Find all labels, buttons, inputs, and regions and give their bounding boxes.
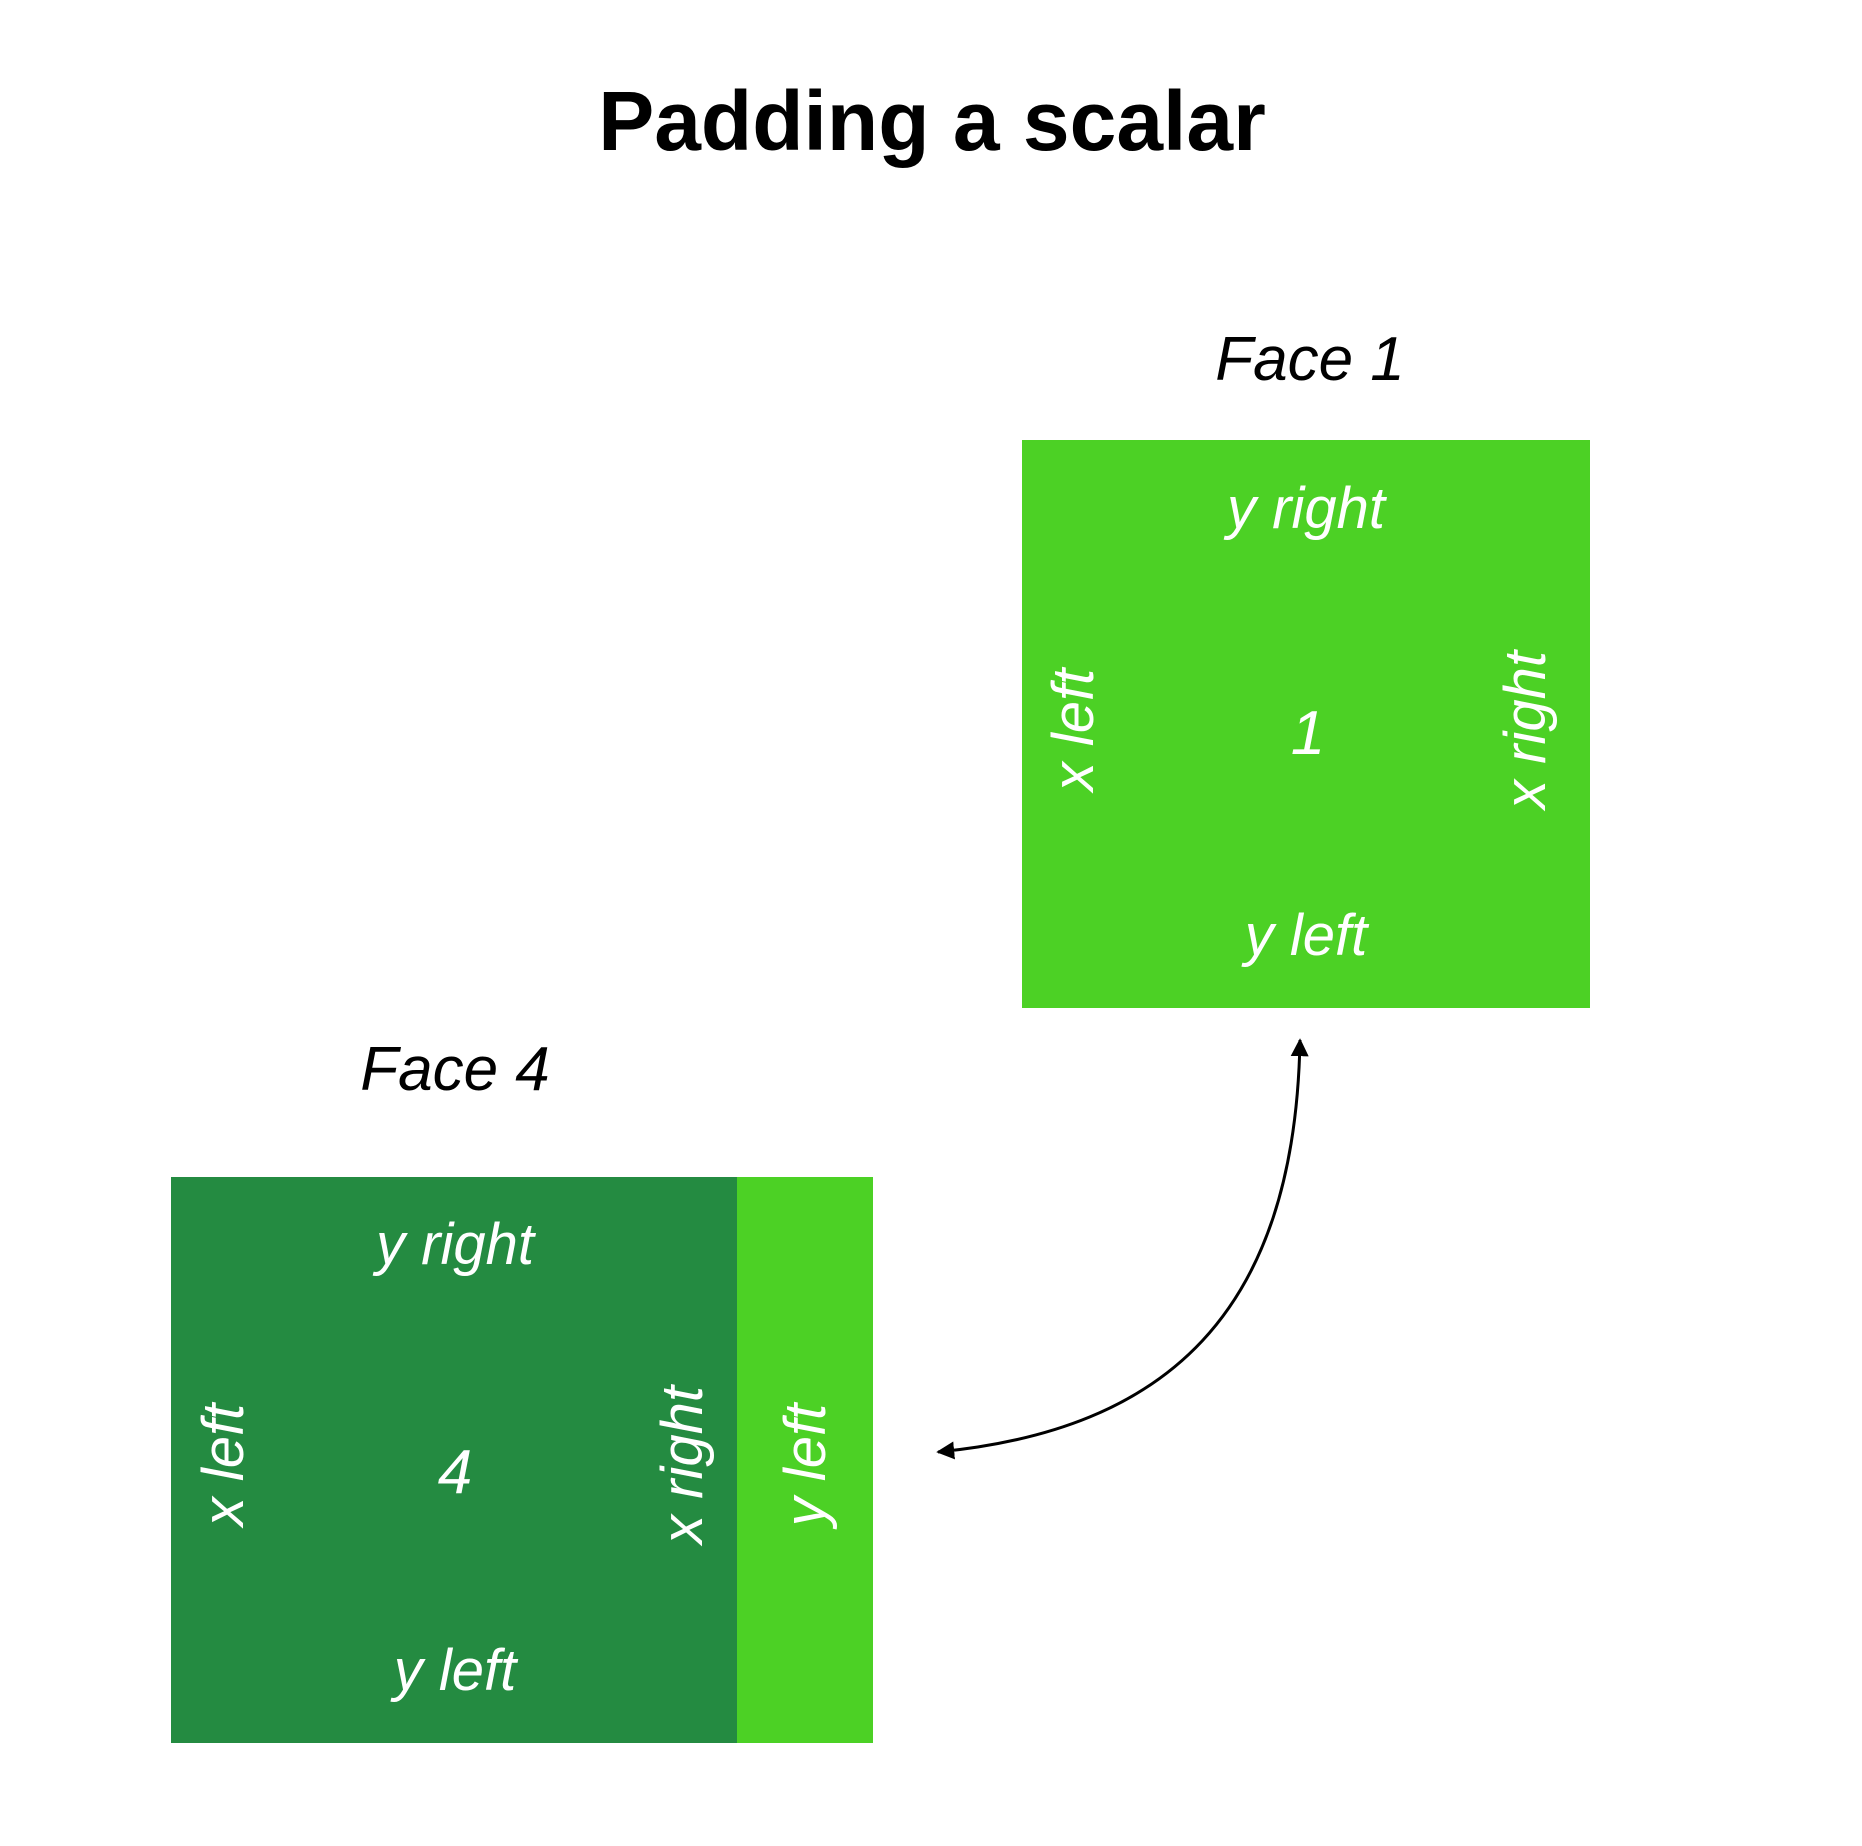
face-1-left-label: x left: [1041, 666, 1106, 794]
face-4-left-label: x left: [191, 1401, 256, 1529]
face-1-square: [1022, 440, 1590, 1008]
face-1-bottom-label: y left: [1241, 903, 1370, 968]
face-1-center-label: 1: [1291, 699, 1325, 768]
face-4-bottom-label: y left: [390, 1638, 519, 1703]
padding-strip: [737, 1177, 873, 1743]
connection-arrow: [936, 1038, 1309, 1460]
face-1-top-label: y right: [1223, 476, 1388, 541]
face-1-title: Face 1: [1215, 325, 1405, 394]
face-4-right-label: x right: [650, 1383, 715, 1547]
face-4-center-label: 4: [438, 1438, 472, 1507]
face-4-group: Face 4 y right y left x left x right 4 y…: [171, 1035, 873, 1743]
face-4-title: Face 4: [360, 1035, 550, 1104]
padding-strip-label: y left: [773, 1401, 838, 1530]
face-1-right-label: x right: [1493, 648, 1558, 812]
face-4-top-label: y right: [372, 1212, 537, 1277]
face-4-square: [171, 1177, 737, 1743]
face-1-group: Face 1 y right y left x left x right 1: [1022, 325, 1590, 1008]
diagram-title: Padding a scalar: [598, 74, 1266, 168]
